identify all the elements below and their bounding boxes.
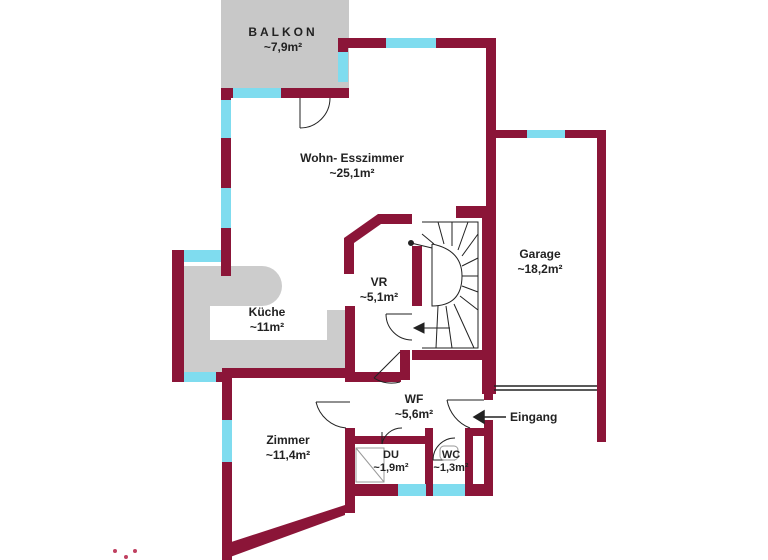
room-label-garage: Garage ~18,2m² [517,247,563,276]
entrance-arrow-icon [472,409,506,425]
windows [184,38,565,496]
garage-floor [497,135,597,387]
stair-direction-arrow-icon [412,322,450,334]
room-label-wc: WC ~1,3m² [433,449,469,474]
room-label-zimmer: Zimmer ~11,4m² [265,433,311,462]
door-swing-icon [315,401,350,429]
room-label-kueche: Küche ~11m² [248,305,286,334]
door-swing-icon [385,313,413,341]
room-label-wohnen: Wohn- Esszimmer ~25,1m² [300,151,404,180]
room-label-du: DU ~1,9m² [373,449,409,474]
door-swing-icon [373,351,401,384]
room-label-wf: WF ~5,6m² [394,392,434,421]
toilet-fixture [439,445,459,461]
room-label-balkon: BALKON ~7,9m² [248,25,318,54]
door-swing-icon [299,97,331,129]
balcony-area [221,0,349,88]
room-label-vr: VR ~5,1m² [359,275,399,304]
shower-fixture [355,447,385,483]
door-swing-icon [446,399,484,429]
garage-door [494,385,597,391]
door-swing-icon [381,427,403,445]
kitchen-counter [184,266,348,372]
entrance-label: Eingang [510,410,558,424]
staircase [408,221,479,349]
compass-icon [113,549,137,559]
